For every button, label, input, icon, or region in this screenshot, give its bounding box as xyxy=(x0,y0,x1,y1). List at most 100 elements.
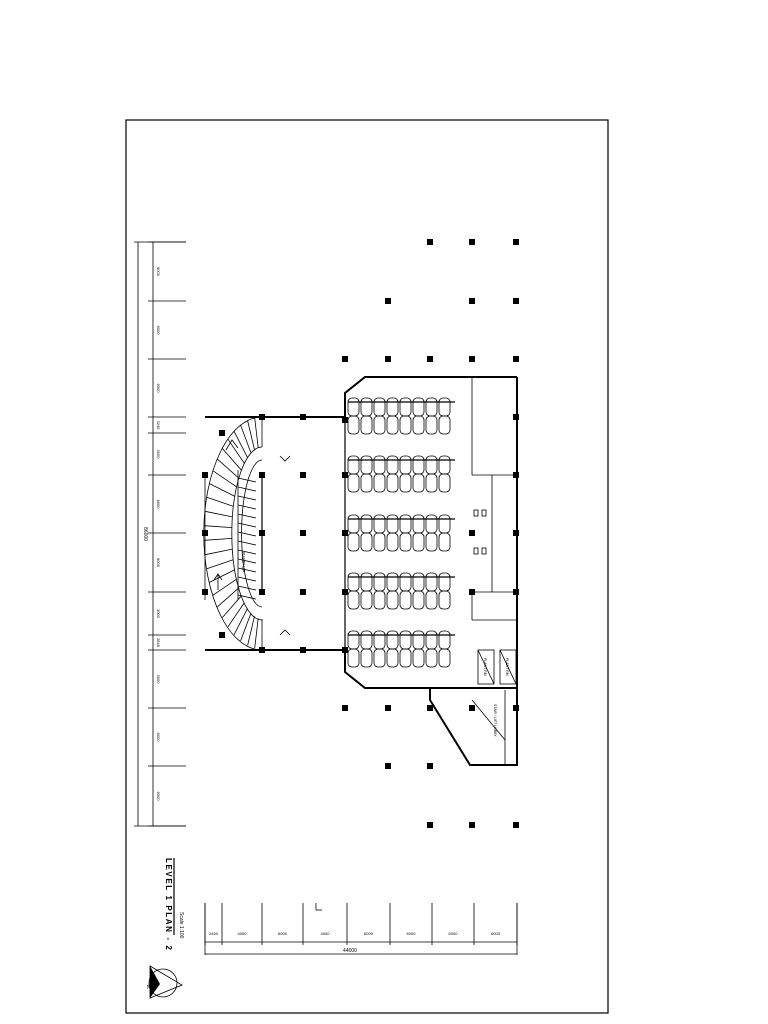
parking-stall xyxy=(412,397,425,417)
parking-stall xyxy=(412,532,425,552)
parking-stall xyxy=(373,572,386,592)
parking-stall xyxy=(425,630,438,650)
parking-stall xyxy=(438,572,451,592)
parking-stall xyxy=(373,455,386,475)
column-marker xyxy=(300,589,306,595)
parking-stall xyxy=(347,397,360,417)
parking-stall xyxy=(360,397,373,417)
column-marker xyxy=(219,430,225,436)
room-label-lobby: STAIR / LIFT LOBBY xyxy=(493,704,497,737)
parking-stall xyxy=(347,415,360,435)
direction-chevron xyxy=(279,629,291,636)
left-overall-dimension: 86000 xyxy=(142,527,148,541)
column-marker xyxy=(300,647,306,653)
parking-stall xyxy=(386,455,399,475)
parking-stall xyxy=(373,590,386,610)
parking-stall xyxy=(386,473,399,493)
column-marker xyxy=(469,822,475,828)
parking-stall xyxy=(399,473,412,493)
bottom-dimension-label: 4050 xyxy=(238,931,248,936)
column-marker xyxy=(513,356,519,362)
parking-stall xyxy=(360,590,373,610)
left-dimension-label: 3245 xyxy=(156,421,161,431)
left-dimension-label: 6000 xyxy=(156,267,161,277)
left-dimension-label: 6000 xyxy=(156,326,161,336)
column-marker xyxy=(513,472,519,478)
parking-stall xyxy=(399,415,412,435)
column-marker xyxy=(469,239,475,245)
parking-stall xyxy=(425,415,438,435)
bottom-overall-dimension: 44000 xyxy=(343,948,357,954)
parking-stall xyxy=(360,455,373,475)
left-dimension-label: 6000 xyxy=(156,384,161,394)
parking-stall xyxy=(360,572,373,592)
drawing-scale: Scale 1:100 xyxy=(178,912,184,939)
column-marker xyxy=(259,647,265,653)
parking-stall xyxy=(373,630,386,650)
column-marker xyxy=(202,589,208,595)
parking-stall xyxy=(373,532,386,552)
column-marker xyxy=(342,530,348,536)
parking-stall xyxy=(425,648,438,668)
column-marker xyxy=(427,239,433,245)
parking-stall xyxy=(399,590,412,610)
column-marker xyxy=(342,417,348,423)
parking-stall xyxy=(412,455,425,475)
parking-stall xyxy=(386,415,399,435)
left-dimension-chain: 86000 6000600060003245300060006000300028… xyxy=(134,241,186,827)
parking-stall xyxy=(425,532,438,552)
column-marker xyxy=(300,530,306,536)
parking-stall xyxy=(425,455,438,475)
parking-stall xyxy=(425,514,438,534)
parking-stall xyxy=(386,648,399,668)
parking-stall xyxy=(425,590,438,610)
parking-bay-group xyxy=(347,630,455,668)
parking-stall xyxy=(347,648,360,668)
parking-stall xyxy=(425,397,438,417)
column-marker xyxy=(342,472,348,478)
direction-chevron xyxy=(279,455,291,462)
left-dimension-label: 6000 xyxy=(156,500,161,510)
column-marker xyxy=(300,472,306,478)
bottom-dimension-label: 6000 xyxy=(364,931,374,936)
parking-stall xyxy=(412,648,425,668)
left-dimension-label: 6000 xyxy=(156,792,161,802)
column-marker xyxy=(259,472,265,478)
parking-stall xyxy=(373,473,386,493)
column-marker xyxy=(513,589,519,595)
parking-stall xyxy=(386,514,399,534)
column-marker xyxy=(513,530,519,536)
parking-stall xyxy=(399,532,412,552)
parking-stall xyxy=(412,415,425,435)
drawing-title: LEVEL 1 PLAN - 2 xyxy=(164,858,173,951)
parking-stall xyxy=(360,532,373,552)
column-marker xyxy=(385,705,391,711)
left-dimension-label: 3000 xyxy=(156,675,161,685)
parking-stall xyxy=(399,630,412,650)
parking-stall xyxy=(438,397,451,417)
parking-stall xyxy=(386,630,399,650)
column-marker xyxy=(385,298,391,304)
column-marker xyxy=(300,414,306,420)
parking-stall xyxy=(347,532,360,552)
column-marker xyxy=(385,356,391,362)
parking-stall xyxy=(347,473,360,493)
parking-stall xyxy=(360,648,373,668)
column-marker xyxy=(259,589,265,595)
column-marker xyxy=(427,705,433,711)
column-marker xyxy=(342,356,348,362)
parking-stall xyxy=(399,648,412,668)
parking-stall xyxy=(425,473,438,493)
column-marker xyxy=(469,298,475,304)
parking-bay-group xyxy=(347,455,455,493)
column-marker xyxy=(427,356,433,362)
parking-stall xyxy=(438,532,451,552)
column-marker xyxy=(219,632,225,638)
ramp-label: RAMP UP xyxy=(241,552,246,572)
parking-stall xyxy=(386,590,399,610)
column-marker xyxy=(427,763,433,769)
column-marker xyxy=(469,705,475,711)
north-label: N xyxy=(147,985,151,991)
